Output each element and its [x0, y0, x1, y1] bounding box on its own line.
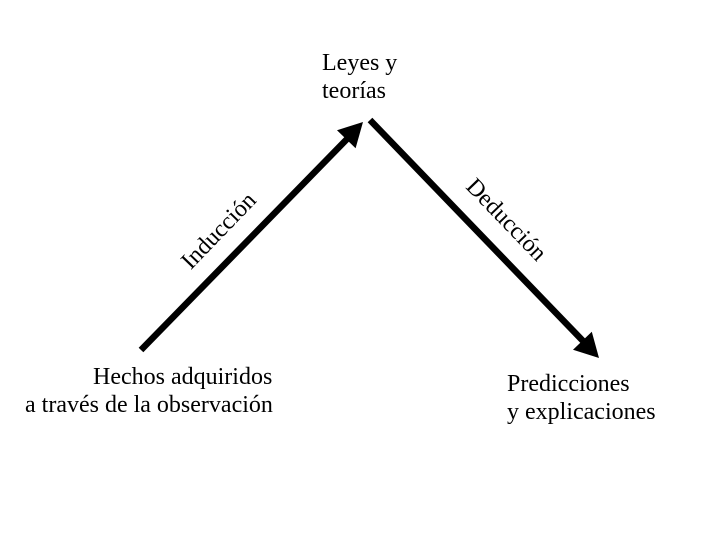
predictions-label: Predicciones y explicaciones — [507, 370, 656, 426]
induction-arrow-shaft — [138, 135, 351, 353]
predictions-label-line2: y explicaciones — [507, 399, 656, 425]
deduction-arrowhead-icon — [573, 331, 599, 358]
observed-facts-label-line2: a través de la observación — [25, 392, 273, 418]
laws-theories-label: Leyes y teorías — [322, 49, 397, 105]
laws-theories-label-line1: Leyes y — [322, 50, 398, 76]
observed-facts-label-line1: Hechos adquiridos — [93, 364, 273, 390]
induction-arrowhead-icon — [337, 122, 363, 149]
observed-facts-label: Hechos adquiridos a través de la observa… — [25, 363, 273, 419]
predictions-label-line1: Predicciones — [507, 371, 630, 397]
deduction-arrow-shaft — [367, 117, 587, 345]
induction-arrow — [138, 122, 363, 353]
deduction-arrow — [367, 117, 599, 358]
laws-theories-label-line2: teorías — [322, 78, 386, 104]
